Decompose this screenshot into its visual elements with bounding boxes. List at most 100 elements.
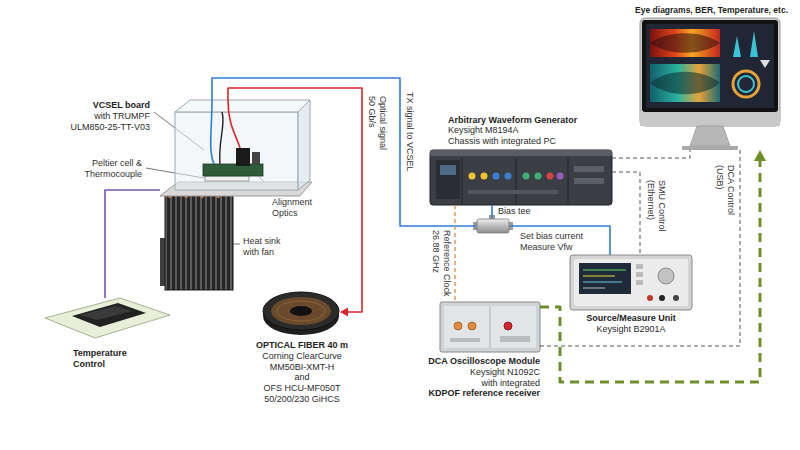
- monitor-illustration: [642, 20, 778, 112]
- awg-chassis-illustration: [468, 190, 558, 194]
- device-caption: OPTICAL FIBER 40 mCorning ClearCurve MM5…: [247, 340, 357, 405]
- arrow-head: [340, 308, 348, 317]
- awg-chassis-illustration: [557, 173, 564, 180]
- monitor-illustration: [646, 24, 774, 108]
- fiber-spool-illustration: [263, 292, 339, 330]
- signal-connector: [105, 190, 160, 298]
- fiber-spool-illustration: [271, 297, 331, 325]
- awg-chassis-illustration: [523, 173, 530, 180]
- smu-illustration: [673, 295, 679, 301]
- signal-connector: [612, 172, 640, 255]
- device-caption: Eye diagrams, BER, Temperature, etc.: [635, 5, 788, 15]
- dca-module: DCA Oscilloscope ModuleKeysight N1092Cwi…: [440, 302, 540, 352]
- vcsel-setup-illustration: [205, 176, 249, 181]
- awg-chassis-illustration: [440, 165, 456, 175]
- awg-chassis-illustration: [430, 150, 612, 205]
- awg-chassis-illustration: [481, 173, 488, 180]
- awg-chassis-illustration: [436, 160, 460, 199]
- vcsel-setup-illustration: [165, 195, 233, 290]
- monitor-illustration: [733, 71, 759, 97]
- device-title: Source/Measure Unit: [560, 313, 702, 324]
- vcsel-setup-illustration: [211, 100, 214, 164]
- monitor-illustration: [760, 60, 770, 68]
- bias-tee-illustration: [477, 219, 509, 233]
- smu-illustration: [583, 276, 615, 277]
- arrow-head: [754, 150, 766, 161]
- device-detail: and: [247, 372, 357, 383]
- connector-label: TX signal to VCSEL: [404, 92, 415, 172]
- vcsel-setup-illustration: [203, 164, 263, 176]
- dca-module-illustration: [454, 322, 462, 330]
- smu-illustration: [636, 272, 643, 277]
- temperature-controller-illustration: [45, 298, 170, 338]
- monitor-illustration: [640, 18, 780, 150]
- vcsel-setup-illustration: [252, 152, 260, 164]
- smu-illustration: [658, 268, 674, 284]
- device-detail: Bias tee: [498, 206, 531, 217]
- monitor-illustration: [650, 72, 720, 95]
- signal-connector: [612, 150, 690, 158]
- monitor-illustration: [650, 64, 720, 102]
- monitor-illustration: [724, 31, 770, 57]
- dca-module-illustration: [440, 302, 540, 352]
- awg-chassis-illustration: [535, 173, 542, 180]
- signal-connector: [454, 205, 455, 302]
- smu-illustration: [636, 264, 643, 269]
- dca-module-illustration: [444, 306, 536, 348]
- temperature-controller-illustration: [45, 298, 170, 338]
- connector-label: DCA Control (USB): [714, 165, 736, 223]
- device-detail: with integrated: [428, 378, 540, 389]
- callout-label: Heat sink with fan: [243, 236, 293, 258]
- vcsel-setup: VCSEL boardwith TRUMPFULM850-25-TT-V03: [160, 100, 310, 290]
- awg-chassis-illustration: [430, 150, 612, 205]
- monitor-illustration: [682, 146, 738, 150]
- dca-module-illustration: [500, 336, 530, 342]
- smu-illustration: [583, 288, 605, 289]
- awg-chassis-illustration: [568, 158, 569, 203]
- connector-label: Set bias current Measure Vfw: [520, 231, 604, 253]
- device-title: Eye diagrams, BER, Temperature, etc.: [635, 5, 788, 15]
- callout-label: Peltier cell & Thermocouple: [50, 158, 142, 180]
- monitor-illustration: [650, 29, 720, 57]
- device-caption: Arbitrary Waveform GeneratorKeysight M81…: [448, 115, 577, 147]
- signal-connector: [491, 205, 493, 218]
- dca-module-illustration: [468, 322, 476, 330]
- awg-chassis-illustration: [547, 173, 554, 180]
- smu-illustration: [574, 259, 688, 306]
- device-detail: Corning ClearCurve MM50BI-XMT-H: [247, 351, 357, 373]
- device-detail: ULM850-25-TT-V03: [38, 122, 150, 133]
- smu-illustration: [570, 255, 692, 310]
- device-caption: DCA Oscilloscope ModuleKeysight N1092Cwi…: [428, 356, 540, 399]
- monitor: Eye diagrams, BER, Temperature, etc.: [640, 18, 780, 150]
- device-caption: Bias tee: [498, 206, 531, 217]
- awg-chassis-illustration: [516, 158, 517, 203]
- device-detail: Keysight B2901A: [560, 324, 702, 335]
- vcsel-setup-illustration: [175, 100, 310, 112]
- device-detail: OFS HCU-MF050T 50/200/230 GiHCS: [247, 383, 357, 405]
- awg-chassis-illustration: [469, 173, 476, 180]
- device-title: OPTICAL FIBER 40 m: [247, 340, 357, 351]
- fiber-spool-illustration: [263, 292, 339, 335]
- dca-module-illustration: [490, 306, 491, 348]
- device-detail: Keysight N1092C: [428, 367, 540, 378]
- awg-chassis-illustration: [430, 150, 612, 156]
- fiber-spool: OPTICAL FIBER 40 mCorning ClearCurve MM5…: [262, 290, 340, 335]
- dca-module-illustration: [504, 322, 512, 330]
- vcsel-setup-illustration: [220, 112, 223, 164]
- monitor-illustration: [738, 76, 754, 92]
- vcsel-setup-illustration: [175, 112, 298, 190]
- awg-chassis-illustration: [574, 178, 604, 184]
- smu-illustration: [570, 255, 692, 310]
- awg-chassis-illustration: [505, 173, 512, 180]
- dca-module-illustration: [450, 338, 480, 342]
- vcsel-setup-illustration: [228, 100, 240, 148]
- smu-illustration: [636, 280, 643, 285]
- connector-label: SMU Control (Ethernet): [645, 180, 667, 238]
- awg-chassis-illustration: [574, 166, 604, 172]
- monitor-illustration: [650, 33, 720, 53]
- awg-chassis: Arbitrary Waveform GeneratorKeysight M81…: [430, 150, 612, 205]
- monitor-illustration: [640, 112, 780, 126]
- device-caption: Temperature Control: [73, 348, 145, 370]
- smu-illustration: [583, 282, 622, 283]
- dca-module-illustration: [440, 302, 540, 352]
